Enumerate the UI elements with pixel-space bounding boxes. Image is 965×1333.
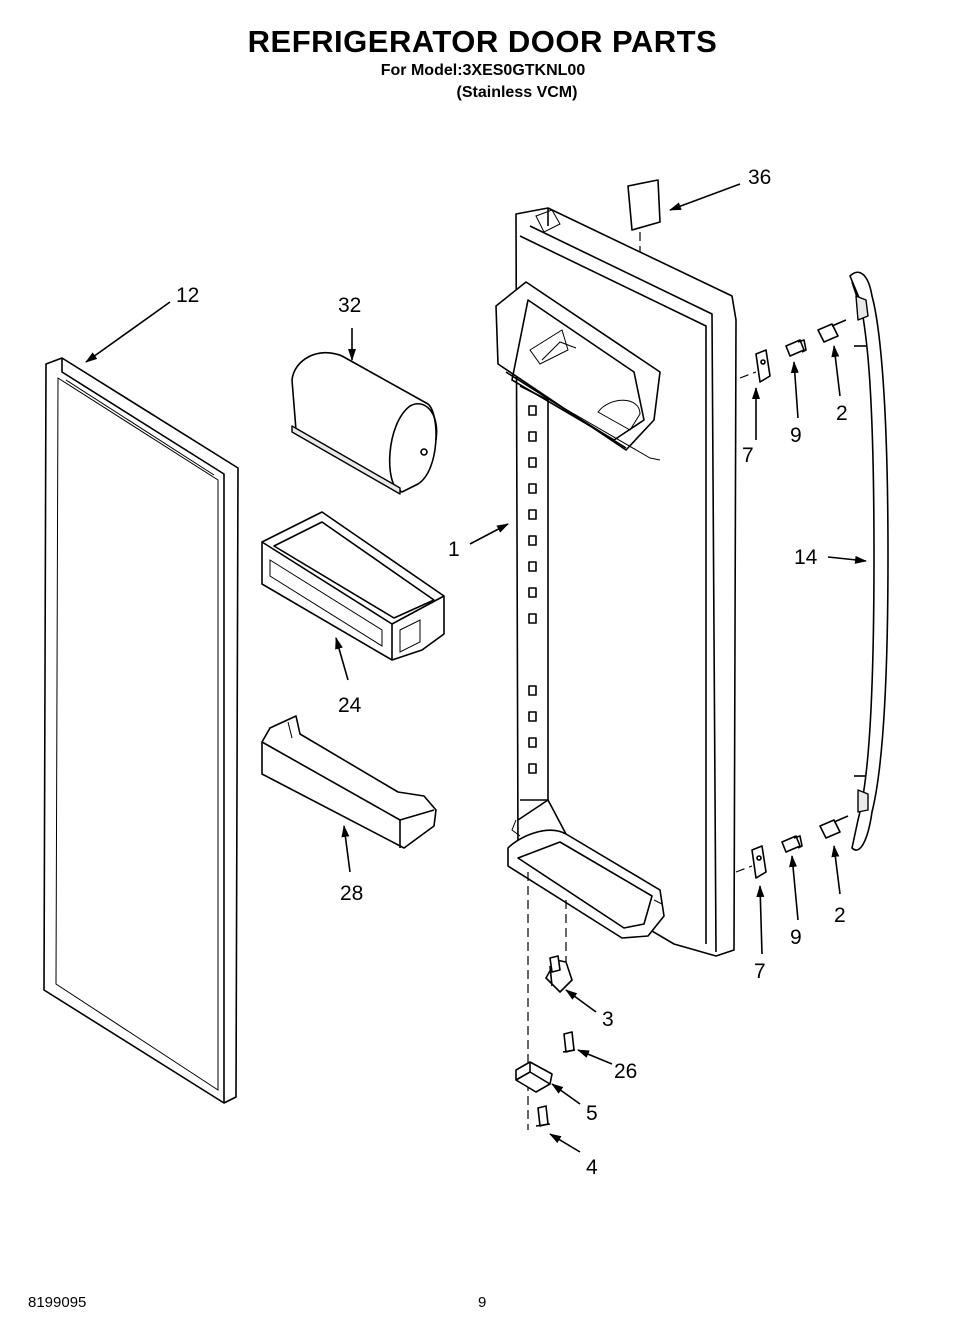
hinge-shim-lower	[735, 845, 767, 879]
hinge-screw	[562, 1031, 576, 1053]
callout-7-upper: 7	[742, 444, 754, 467]
variant-line: (Stainless VCM)	[456, 84, 578, 101]
callout-3: 3	[602, 1008, 614, 1031]
door-handle	[849, 271, 889, 851]
document-number: 8199095	[28, 1294, 87, 1311]
door-shelf	[261, 715, 437, 849]
liner-studs	[528, 405, 537, 774]
door-label	[627, 179, 661, 258]
door-bin	[261, 511, 445, 661]
callout-1: 1	[448, 538, 460, 561]
door-liner	[495, 207, 737, 957]
callout-4: 4	[586, 1156, 598, 1179]
page-number: 9	[478, 1294, 487, 1311]
hinge-block	[515, 1061, 553, 1093]
callout-36: 36	[748, 166, 771, 189]
callout-28: 28	[340, 882, 363, 905]
callout-2-upper: 2	[836, 402, 848, 425]
callout-12: 12	[176, 284, 199, 307]
hinge-shim-upper	[739, 349, 771, 383]
callout-26: 26	[614, 1060, 637, 1083]
callout-7-lower: 7	[754, 960, 766, 983]
dairy-compartment-cover	[291, 351, 438, 495]
callout-2-lower: 2	[834, 904, 846, 927]
door-gasket	[43, 357, 239, 1104]
hinge-bracket	[545, 955, 573, 993]
leader-arrows	[85, 183, 867, 1153]
handle-screw-lower	[781, 835, 803, 853]
callout-9-lower: 9	[790, 926, 802, 949]
handle-screw-upper	[785, 339, 807, 357]
callout-9-upper: 9	[790, 424, 802, 447]
hinge-block-screw	[535, 1105, 551, 1127]
model-line: For Model:3XES0GTKNL00	[380, 62, 586, 79]
callout-14: 14	[794, 546, 818, 569]
callout-32: 32	[338, 294, 361, 317]
page-title: REFRIGERATOR DOOR PARTS	[247, 24, 718, 59]
handle-bolt-upper	[817, 319, 847, 343]
callout-5: 5	[586, 1102, 598, 1125]
callout-24: 24	[338, 694, 362, 717]
handle-bolt-lower	[819, 815, 849, 839]
